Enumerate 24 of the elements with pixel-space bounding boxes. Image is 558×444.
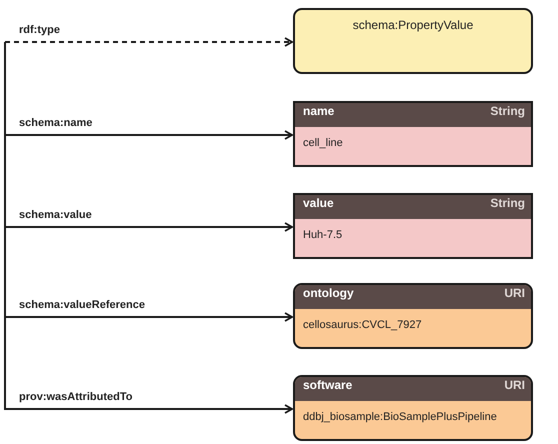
field-type: String [490, 103, 525, 119]
record-box [293, 193, 533, 259]
field-value: cellosaurus:CVCL_7927 [303, 319, 422, 331]
record-box [293, 101, 533, 167]
field-type: URI [504, 285, 525, 301]
field-value: ddbj_biosample:BioSamplePlusPipeline [303, 411, 497, 423]
field-type: String [490, 195, 525, 211]
record-box [293, 375, 533, 441]
record-box [293, 283, 533, 349]
field-name: software [303, 377, 352, 393]
field-name: value [303, 195, 334, 211]
edge-label: prov:wasAttributedTo [18, 391, 134, 403]
edge-label: schema:value [18, 209, 93, 221]
field-name: name [303, 103, 334, 119]
class-name: schema:PropertyValue [352, 18, 474, 32]
edge-label: rdf:type [18, 24, 61, 36]
arrow [4, 37, 293, 47]
field-type: URI [504, 377, 525, 393]
class-box [293, 8, 533, 74]
field-value: Huh-7.5 [303, 229, 342, 241]
field-name: ontology [303, 285, 354, 301]
edge-label: schema:valueReference [18, 299, 146, 311]
edge-label: schema:name [18, 117, 94, 129]
field-value: cell_line [303, 137, 343, 149]
